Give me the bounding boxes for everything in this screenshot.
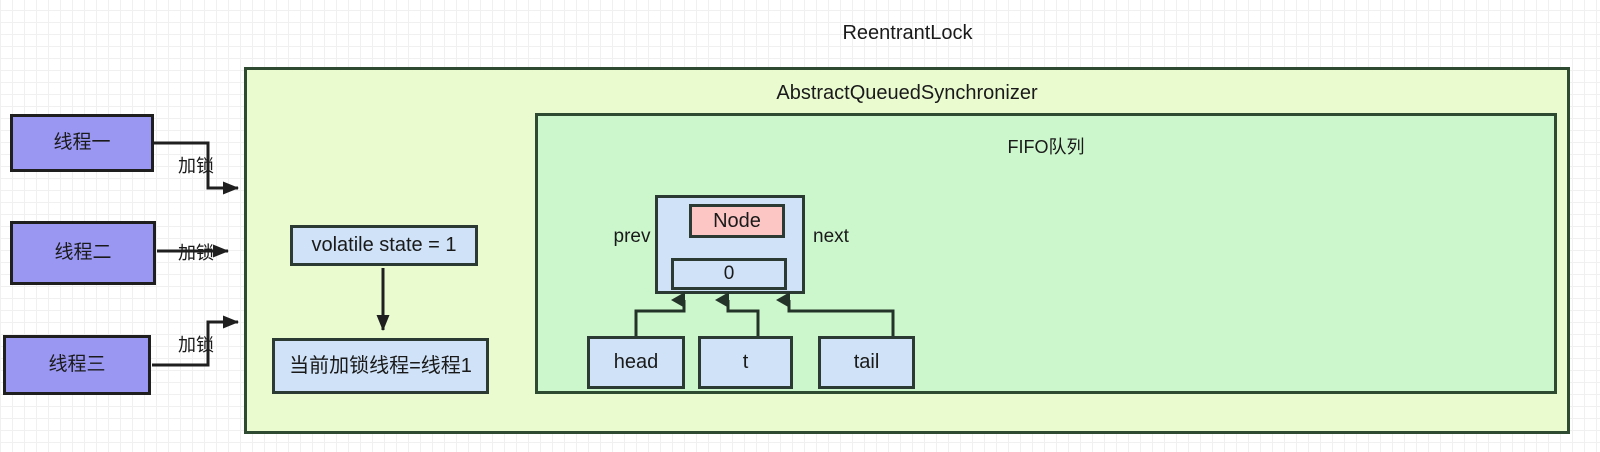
fifo-queue-title: FIFO队列 [1007,137,1085,157]
abstractqueuedsynchronizer-title: AbstractQueuedSynchronizer [776,82,1038,104]
volatile-state-box[interactable]: volatile state = 1 [290,225,478,266]
reentrantlock-title: ReentrantLock [842,22,973,44]
current-locking-thread-box[interactable]: 当前加锁线程=线程1 [272,338,489,394]
edge-label-lock-3: 加锁 [178,335,214,355]
pointer-head-box[interactable]: head [587,336,685,389]
thread-box-3[interactable]: 线程三 [3,335,151,395]
node-next-box[interactable]: next [813,226,849,248]
thread-box-2[interactable]: 线程二 [10,221,156,285]
pointer-tail-box[interactable]: tail [818,336,915,389]
node-prev-box[interactable]: prev [613,226,651,248]
thread-box-1[interactable]: 线程一 [10,114,154,172]
edge-label-lock-1: 加锁 [178,156,214,176]
node-waitstatus-box[interactable]: 0 [671,258,787,290]
edge-label-lock-2: 加锁 [178,243,214,263]
pointer-t-box[interactable]: t [698,336,793,389]
node-title-box[interactable]: Node [689,204,785,238]
